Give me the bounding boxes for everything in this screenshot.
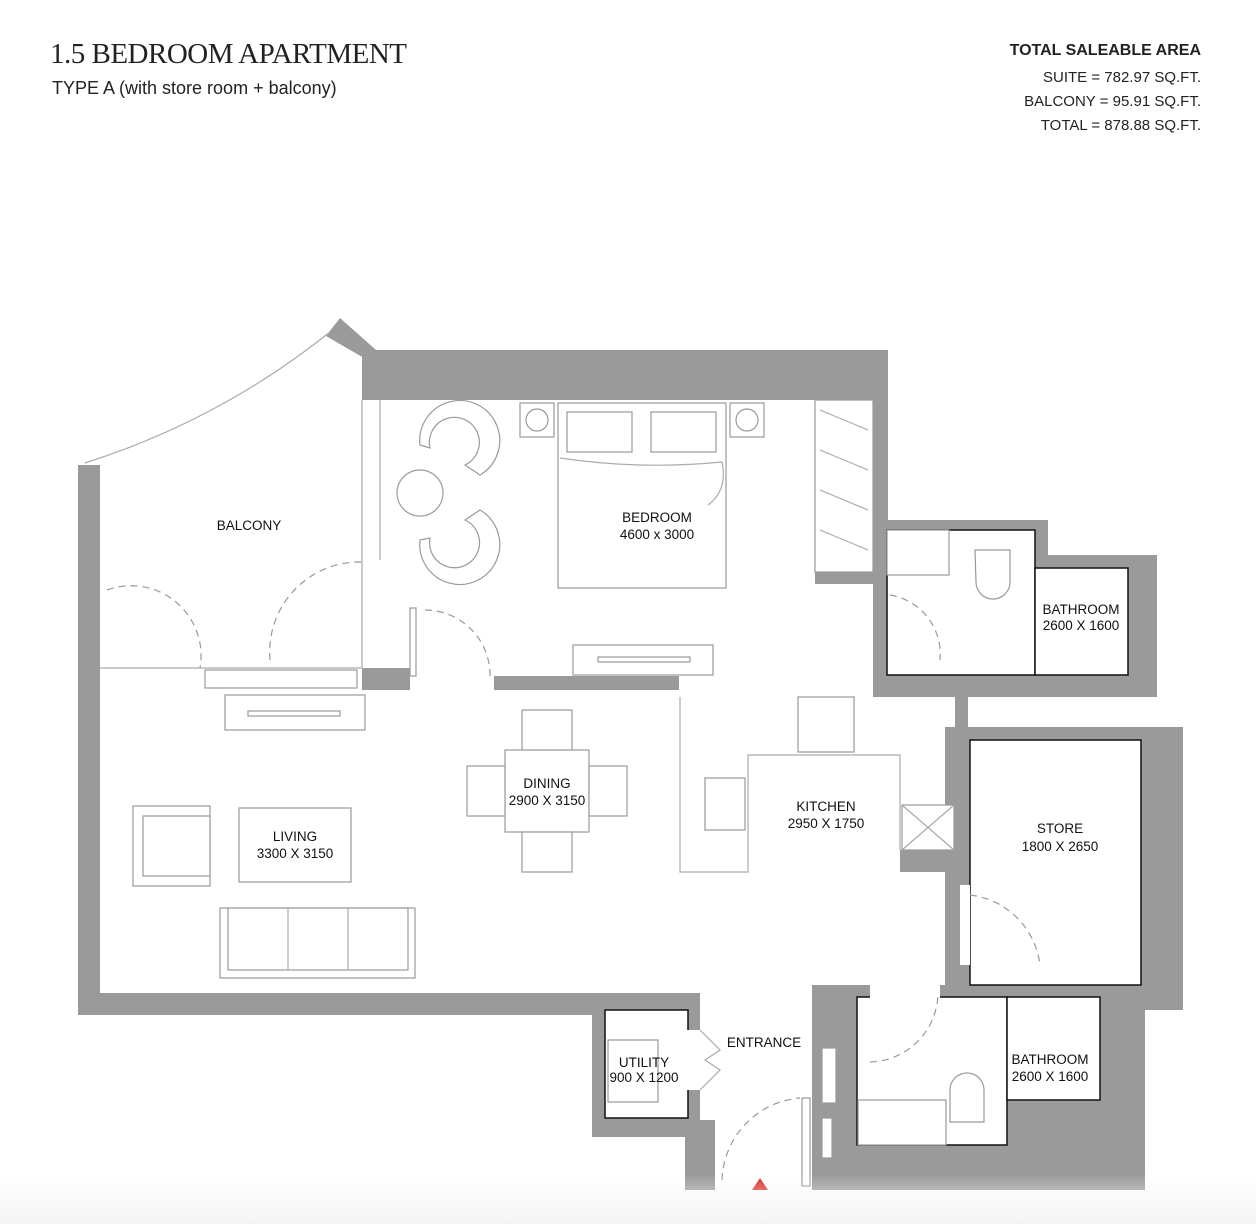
- bathroom1-size: 2600 X 1600: [1043, 618, 1120, 633]
- bed: [557, 402, 727, 589]
- bedroom-door: [409, 607, 417, 677]
- living-size: 3300 X 3150: [257, 846, 334, 861]
- living-label: LIVING: [273, 829, 317, 844]
- bathroom1-area-b: [1034, 567, 1129, 676]
- store-room: [969, 739, 1142, 986]
- entrance-closet-2: [821, 1117, 833, 1159]
- bathroom1-label: BATHROOM: [1043, 602, 1120, 617]
- kitchen-label: KITCHEN: [796, 799, 855, 814]
- entrance-door-swing: [721, 1097, 801, 1181]
- lounge-chairs: [396, 399, 501, 586]
- balcony-door-swing-2: [269, 561, 363, 661]
- bathroom2-sink: [857, 1099, 947, 1146]
- kitchen-size: 2950 X 1750: [788, 816, 865, 831]
- utility-size: 900 X 1200: [609, 1070, 678, 1085]
- wardrobe: [814, 399, 874, 573]
- sliding-door: [204, 669, 358, 689]
- area-summary: TOTAL SALEABLE AREA SUITE = 782.97 SQ.FT…: [1010, 42, 1201, 138]
- coffee-table: [238, 807, 352, 883]
- bedroom-door-swing: [424, 609, 491, 677]
- bathroom2-door-gap: [870, 985, 940, 999]
- balcony-glazing: [100, 400, 381, 669]
- sofa: [219, 907, 416, 979]
- store-door-swing: [969, 894, 1041, 966]
- store-label: STORE: [1037, 821, 1083, 836]
- entrance-closet: [821, 1047, 837, 1104]
- bathroom1-sink: [886, 529, 950, 576]
- balcony-door-swing: [106, 585, 202, 669]
- dining-set: [466, 709, 628, 873]
- kitchen-sink: [704, 777, 746, 831]
- balcony-glass: [84, 331, 331, 464]
- tv: [597, 656, 691, 663]
- balcony-label: BALCONY: [217, 518, 282, 533]
- store-size: 1800 X 2650: [1022, 839, 1099, 854]
- bedroom-label: BEDROOM: [622, 510, 692, 525]
- bottom-fade: [0, 1174, 1256, 1224]
- nightstand-right: [729, 402, 765, 438]
- area-balcony: BALCONY = 95.91 SQ.FT.: [1024, 93, 1201, 110]
- bathroom2-label: BATHROOM: [1012, 1052, 1089, 1067]
- area-suite: SUITE = 782.97 SQ.FT.: [1043, 69, 1201, 86]
- entrance-door: [801, 1097, 811, 1187]
- bathroom2-door-swing: [869, 994, 939, 1063]
- utility-door-gap: [686, 1030, 702, 1090]
- washer: [607, 1039, 659, 1103]
- page-title: 1.5 BEDROOM APARTMENT: [50, 38, 407, 70]
- bathroom2-size: 2600 X 1600: [1012, 1069, 1089, 1084]
- kitchen-counter: [679, 697, 901, 873]
- living-tv: [247, 710, 341, 717]
- nightstand-left: [519, 402, 555, 438]
- entrance-label: ENTRANCE: [727, 1035, 801, 1050]
- bedroom-size: 4600 x 3000: [620, 527, 694, 542]
- armchair-seat: [142, 815, 211, 877]
- dining-label: DINING: [523, 776, 570, 791]
- page-subtitle: TYPE A (with store room + balcony): [52, 78, 337, 98]
- bathroom2-area-b: [1006, 996, 1101, 1101]
- store-door-gap: [960, 885, 970, 965]
- utility-label: UTILITY: [619, 1055, 669, 1070]
- area-total: TOTAL = 878.88 SQ.FT.: [1040, 117, 1201, 134]
- dining-size: 2900 X 3150: [509, 793, 586, 808]
- bathroom2-toilet: [949, 1072, 985, 1123]
- utility-folding-door: [699, 1029, 721, 1091]
- area-heading: TOTAL SALEABLE AREA: [1009, 42, 1201, 59]
- bathroom1-toilet: [974, 549, 1011, 600]
- cooktop: [797, 696, 855, 753]
